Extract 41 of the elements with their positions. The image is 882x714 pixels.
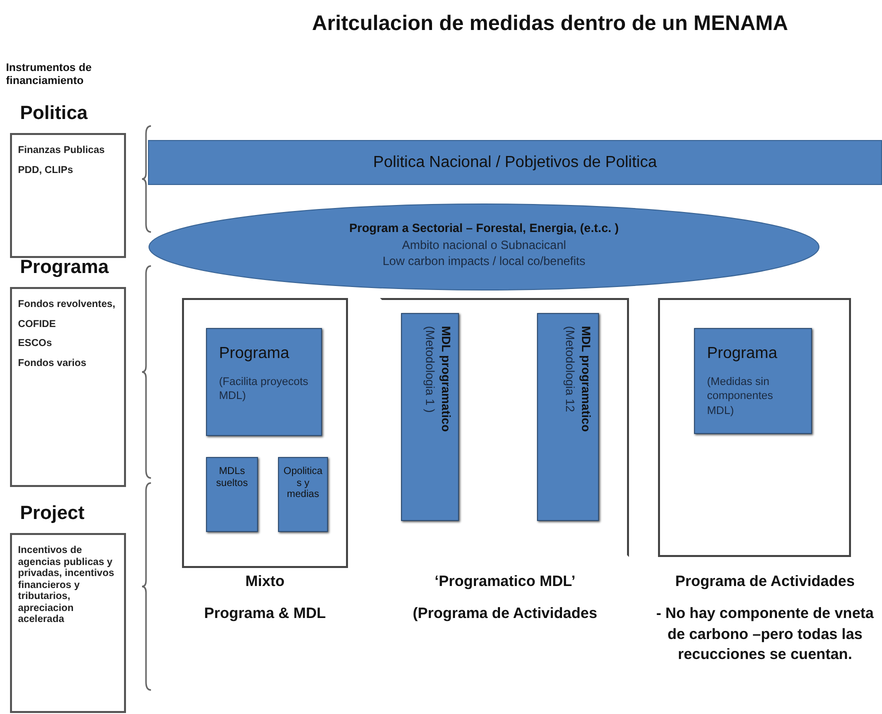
frame-box bbox=[658, 298, 851, 557]
program-box bbox=[278, 457, 328, 532]
program-box bbox=[694, 328, 812, 434]
box-text: MDL programatico bbox=[578, 326, 592, 434]
ellipse-text: Low carbon impacts / local co/benefits bbox=[382, 255, 586, 270]
box-text: Opoliticas y medias bbox=[283, 466, 323, 500]
instrument-text: ESCOs bbox=[18, 338, 53, 350]
column-caption: (Programa de Actividades bbox=[412, 604, 598, 624]
frame-box bbox=[380, 298, 629, 557]
program-box bbox=[206, 328, 322, 436]
instrument-text: Incentivos de agencias publicas y privadas, incentivos financieros y tributarios, apreciacion acelerada bbox=[18, 545, 116, 626]
instrument-text: Fondos revolventes, bbox=[18, 299, 116, 310]
ellipse-text: Program a Sectorial – Forestal, Energia, (e.t.c. ) bbox=[349, 222, 619, 236]
section-heading: Project bbox=[20, 503, 86, 525]
instrument-text: PDD, CLIPs bbox=[18, 164, 74, 176]
program-box bbox=[206, 457, 258, 532]
title: Aritculacion de medidas dentro de un MENAMA bbox=[310, 12, 790, 36]
section-heading: Politica bbox=[20, 103, 89, 125]
program-box bbox=[401, 313, 459, 521]
column-caption: Programa & MDL bbox=[203, 604, 327, 624]
column-caption: - No hay componente de vneta de carbono –pero todas las recucciones se cuentan. bbox=[655, 604, 875, 665]
column-label: Instrumentos de financiamiento bbox=[6, 62, 93, 88]
program-box bbox=[537, 313, 599, 521]
box-text: Programa bbox=[707, 344, 778, 364]
box-text: MDLs sueltos bbox=[215, 466, 249, 489]
instrument-text: Finanzas Publicas bbox=[18, 145, 106, 156]
ellipse-text: Ambito nacional o Subnacicanl bbox=[402, 238, 566, 252]
policy-banner: Politica Nacional / Pobjetivos de Politica bbox=[148, 140, 882, 185]
section-heading: Programa bbox=[20, 257, 110, 279]
column-caption: Programa de Actividades bbox=[674, 572, 856, 592]
frame-box bbox=[182, 298, 348, 568]
box-text: MDL programatico bbox=[438, 326, 452, 434]
box-text: (Metodologia 1 ) bbox=[422, 326, 436, 415]
instrument-text: Fondos varios bbox=[18, 358, 88, 369]
column-caption: ‘Programatico MDL’ bbox=[434, 572, 576, 592]
box-text: (Facilita proyecots MDL) bbox=[219, 374, 309, 404]
box-text: (Medidas sin componentes MDL) bbox=[707, 374, 774, 420]
column-caption: Mixto bbox=[244, 572, 286, 592]
instrument-text: COFIDE bbox=[18, 318, 57, 330]
box-text: Programa bbox=[219, 344, 290, 364]
box-text: (Metodologia 12 bbox=[562, 326, 576, 414]
